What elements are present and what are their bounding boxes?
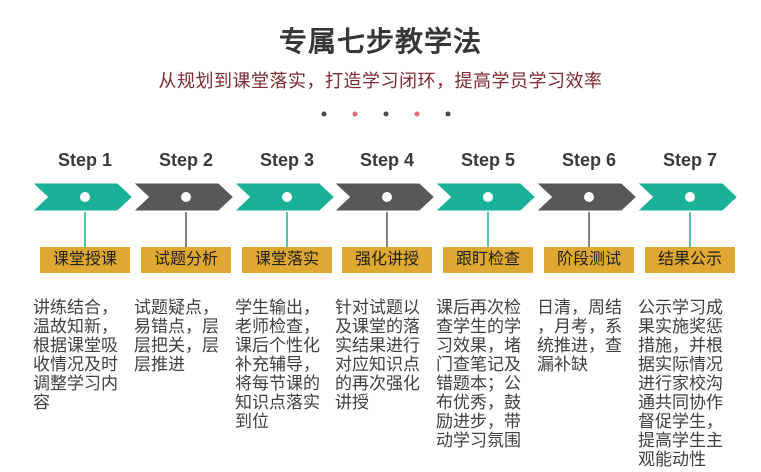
step-description: 试题疑点， 易错点，层 层把关，层 层推进: [134, 298, 219, 374]
step-tag: 阶段测试: [544, 247, 634, 273]
step-dot-icon: [584, 192, 594, 202]
step-dot-icon: [80, 192, 90, 202]
step-tag: 试题分析: [141, 247, 231, 273]
step-description: 日清，周结 ，月考，系 统推进，查 漏补缺: [537, 298, 622, 374]
step-label: Step 1: [57, 150, 113, 170]
step-tag: 强化讲授: [342, 247, 432, 273]
step-dot-icon: [181, 192, 191, 202]
step-description: 学生输出， 老师检查， 课后个性化 补充辅导， 将每节课的 知识点落实 到位: [235, 298, 320, 431]
dot-icon: [383, 111, 389, 117]
page-title: 专属七步教学法: [278, 26, 482, 57]
step-dot-icon: [382, 192, 392, 202]
step-description: 针对试题以 及课堂的落 实结果进行 对应知识点 的再次强化 讲授: [335, 298, 420, 412]
dot-icon: [352, 111, 358, 117]
step-tag: 课堂落实: [242, 247, 332, 273]
dot-icon: [445, 111, 451, 117]
step-tag: 课堂授课: [40, 247, 130, 273]
step-label: Step 2: [158, 150, 214, 170]
step-tag: 跟盯检查: [443, 247, 533, 273]
step-dot-icon: [282, 192, 292, 202]
decoration-dots: [321, 111, 451, 117]
step-dot-icon: [685, 192, 695, 202]
step-label: Step 6: [561, 150, 617, 170]
dot-icon: [414, 111, 420, 117]
step-label: Step 3: [259, 150, 315, 170]
page-subtitle: 从规划到课堂落实，打造学习闭环，提高学员学习效率: [158, 71, 603, 91]
step-description: 讲练结合， 温故知新， 根据课堂吸 收情况及时 调整学习内 容: [33, 298, 118, 412]
step-description: 公示学习成 果实施奖惩 措施，并根 据实际情况 进行家校沟 通共同协作 督促学生…: [638, 298, 723, 469]
step-tag: 结果公示: [645, 247, 735, 273]
step-description: 课后再次检 查学生的学 习效果，堵 门查笔记及 错题本；公 布优秀，鼓 励进步，…: [436, 298, 521, 450]
step-label: Step 7: [662, 150, 718, 170]
step-label: Step 5: [460, 150, 516, 170]
process-arrow-band: [26, 182, 742, 247]
step-label: Step 4: [359, 150, 415, 170]
dot-icon: [321, 111, 327, 117]
step-dot-icon: [483, 192, 493, 202]
